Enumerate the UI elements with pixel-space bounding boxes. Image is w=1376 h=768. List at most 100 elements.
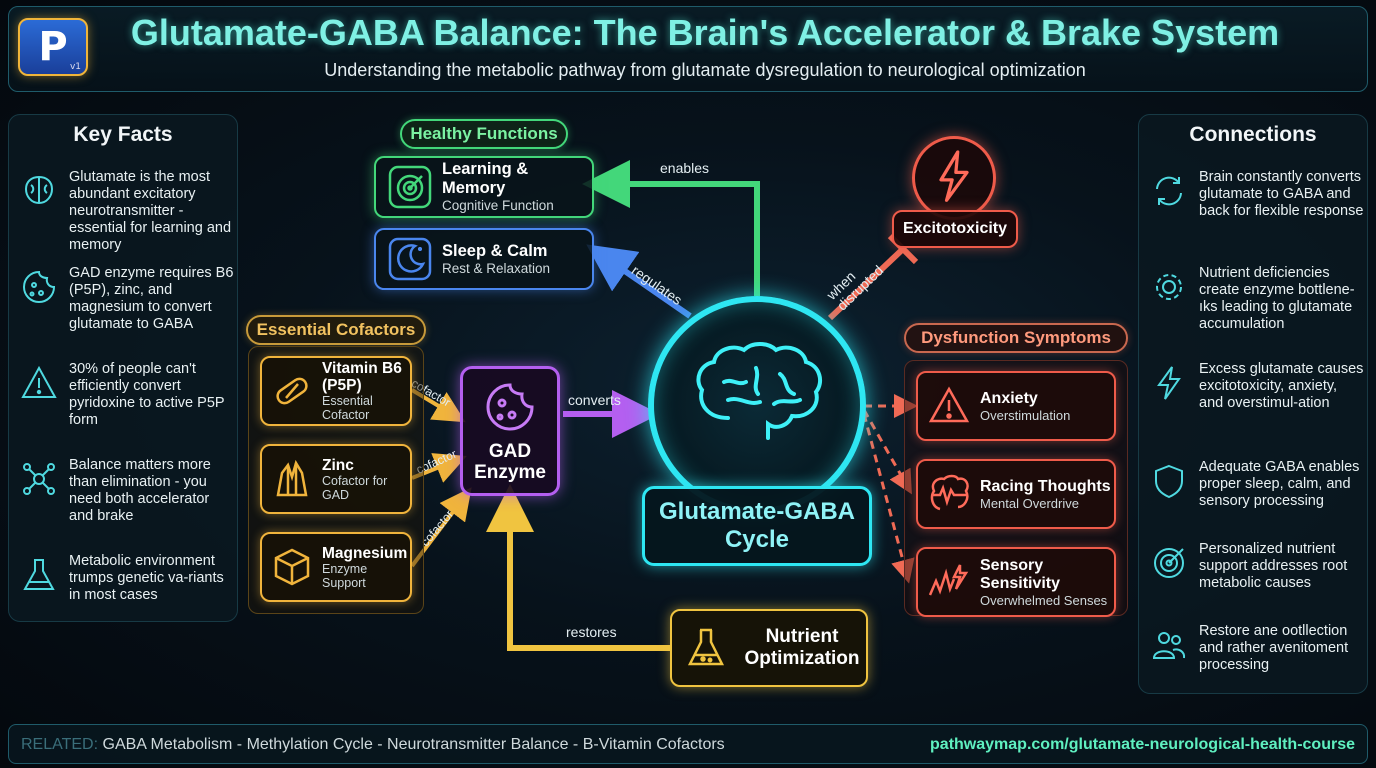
gear-icon: [1156, 274, 1182, 300]
page-subtitle: Understanding the metabolic pathway from…: [324, 60, 1086, 80]
node-subtitle: Rest & Relaxation: [442, 260, 551, 276]
edge-label-converts: converts: [568, 392, 621, 408]
connection-text: Adequate GABA enables proper sleep, calm…: [1199, 459, 1360, 509]
logo: P v1: [18, 18, 88, 76]
brain-icon: [24, 175, 54, 205]
target-icon: [1154, 548, 1184, 578]
node-title: Vitamin B6 (P5P): [322, 360, 402, 394]
key-fact-item: Glutamate is the most abundant excitator…: [19, 169, 234, 254]
edge-cofactor-zinc: [411, 453, 467, 483]
lightning-icon: [1157, 366, 1181, 400]
node-subtitle: Overstimulation: [980, 407, 1071, 423]
page-title: Glutamate-GABA Balance: The Brain's Acce…: [130, 12, 1280, 53]
connection-item: Excess glutamate causes excitotoxicity, …: [1149, 361, 1364, 412]
edge-dys-racing: [862, 409, 912, 495]
node-subtitle: Enzyme Support: [322, 561, 368, 590]
essential-cofactors-header: Essential Cofactors: [246, 315, 426, 345]
connection-text: Excess glutamate causes excitotoxicity, …: [1199, 361, 1364, 411]
node-anxiety[interactable]: Anxiety Overstimulation: [916, 371, 1116, 441]
connection-text: Nutrient deficiencies create enzyme bott…: [1199, 265, 1355, 332]
key-fact-text: Metabolic environment trumps genetic va-…: [69, 553, 224, 603]
node-subtitle: Mental Overdrive: [980, 495, 1079, 511]
key-fact-item: Metabolic environment trumps genetic va-…: [19, 553, 234, 604]
cycle-ring[interactable]: [648, 296, 866, 514]
node-sensory-sensitivity[interactable]: Sensory Sensitivity Overwhelmed Senses: [916, 547, 1116, 617]
footer-bar: RELATED: GABA Metabolism - Methylation C…: [8, 724, 1368, 764]
edge-cofactor-mg: [410, 487, 472, 568]
node-learning-memory[interactable]: Learning & Memory Cognitive Function: [374, 156, 594, 218]
key-facts-panel: Key Facts Glutamate is the most abundant…: [8, 114, 238, 622]
node-subtitle: Essential Cofactor: [322, 394, 373, 422]
zigzag-lightning-icon: [928, 564, 969, 596]
network-icon: [23, 463, 55, 495]
edge-enables: [582, 160, 760, 296]
enzyme-icon: [23, 270, 56, 303]
connection-item: Adequate GABA enables proper sleep, calm…: [1149, 459, 1364, 510]
node-nutrient-optimization[interactable]: Nutrient Optimization: [670, 609, 868, 687]
node-title: Sleep & Calm: [442, 241, 548, 260]
connections-panel: Connections Brain constantly converts gl…: [1138, 114, 1368, 694]
node-gad-enzyme[interactable]: GAD Enzyme: [460, 366, 560, 496]
dysfunction-symptoms-header: Dysfunction Symptoms: [904, 323, 1128, 353]
people-icon: [1152, 632, 1186, 659]
key-facts-title: Key Facts: [73, 123, 173, 146]
related-label: RELATED:: [21, 736, 99, 753]
flask-icon: [687, 628, 725, 666]
cube-icon: [274, 548, 310, 586]
key-fact-text: 30% of people can't efficiently convert …: [69, 361, 225, 428]
node-title: Sensory Sensitivity: [980, 556, 1061, 592]
healthy-functions-header: Healthy Functions: [400, 119, 568, 149]
connection-text: Personalized nutrient support addresses …: [1199, 541, 1348, 591]
connection-item: Nutrient deficiencies create enzyme bott…: [1149, 265, 1364, 333]
cycle-label: Glutamate-GABA Cycle: [642, 486, 872, 566]
key-fact-text: GAD enzyme requires B6 (P5P), zinc, and …: [69, 265, 234, 332]
node-magnesium[interactable]: Magnesium Enzyme Support: [260, 532, 412, 602]
enzyme-icon: [486, 383, 534, 431]
crystal-icon: [276, 459, 308, 497]
edge-restores: [486, 484, 670, 651]
node-title: Learning & Memory: [442, 160, 529, 197]
edge-label-enables: enables: [660, 160, 710, 176]
node-subtitle: Cofactor for GAD: [322, 473, 388, 502]
node-zinc[interactable]: Zinc Cofactor for GAD: [260, 444, 412, 514]
connections-title: Connections: [1189, 123, 1317, 146]
node-subtitle: Overwhelmed Senses: [980, 592, 1108, 608]
connection-item: Brain constantly converts glutamate to G…: [1149, 169, 1364, 220]
key-fact-item: GAD enzyme requires B6 (P5P), zinc, and …: [19, 265, 234, 333]
related-items[interactable]: GABA Metabolism - Methylation Cycle - Ne…: [102, 736, 725, 753]
excitotoxicity-icon-circle: [912, 136, 996, 220]
gad-enzyme-label: GAD Enzyme: [474, 441, 546, 483]
connection-item: Personalized nutrient support addresses …: [1149, 541, 1364, 592]
connection-text: Restore ane ootllection and rather aveni…: [1199, 623, 1349, 673]
node-racing-thoughts[interactable]: Racing Thoughts Mental Overdrive: [916, 459, 1116, 529]
edge-label-restores: restores: [566, 624, 617, 640]
node-sleep-calm[interactable]: Sleep & Calm Rest & Relaxation: [374, 228, 594, 290]
connection-item: Restore ane ootllection and rather aveni…: [1149, 623, 1364, 674]
lightning-icon: [939, 150, 969, 202]
node-title: Anxiety: [980, 389, 1038, 407]
brain-pulse-icon: [930, 474, 969, 511]
node-excitotoxicity[interactable]: Excitotoxicity: [892, 210, 1018, 248]
key-fact-item: Balance matters more than elimination - …: [19, 457, 234, 525]
key-fact-text: Glutamate is the most abundant excitator…: [69, 169, 232, 253]
moon-icon: [388, 237, 432, 281]
node-subtitle: Cognitive Function: [442, 198, 554, 213]
cycle-arrows-icon: [1156, 176, 1182, 206]
shield-icon: [1155, 464, 1183, 499]
pill-icon: [276, 377, 308, 405]
node-title: Magnesium: [322, 544, 408, 562]
flask-icon: [23, 559, 55, 590]
warning-icon: [928, 386, 970, 423]
brain-icon: [696, 342, 823, 440]
warning-icon: [21, 365, 57, 398]
node-vitamin-b6[interactable]: Vitamin B6 (P5P) Essential Cofactor: [260, 356, 412, 426]
footer-related: RELATED: GABA Metabolism - Methylation C…: [21, 736, 725, 754]
header-bar: [8, 6, 1368, 92]
logo-version: v1: [69, 62, 81, 72]
target-icon: [388, 165, 432, 209]
logo-letter: P: [38, 24, 68, 70]
connection-text: Brain constantly converts glutamate to G…: [1199, 169, 1364, 219]
edge-cofactor-b6: [410, 388, 466, 423]
footer-url-link[interactable]: pathwaymap.com/glutamate-neurological-he…: [930, 736, 1355, 753]
